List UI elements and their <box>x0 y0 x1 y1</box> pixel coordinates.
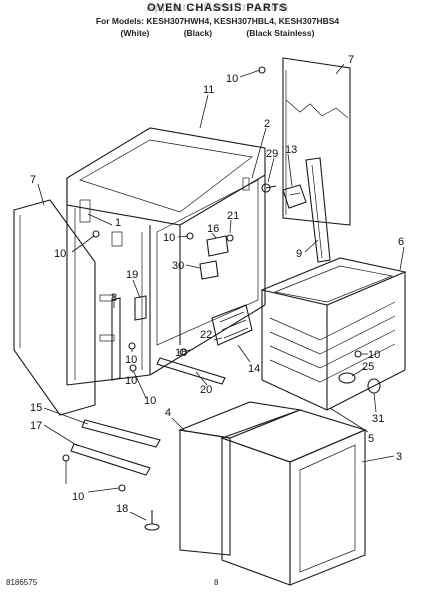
callout-25: 25 <box>362 361 374 373</box>
callout-14: 14 <box>248 363 260 375</box>
callout-21: 21 <box>227 210 239 222</box>
leader-lines <box>37 63 405 521</box>
callout-31: 31 <box>372 413 384 425</box>
callout-29: 29 <box>266 148 278 160</box>
screw-29-part <box>261 183 277 193</box>
variant-white: (White) <box>120 28 150 38</box>
callout-13: 13 <box>285 144 297 156</box>
callout-17: 17 <box>30 420 42 432</box>
watermark: AppliancePartsPros.com <box>146 0 289 14</box>
screws-10-parts <box>62 66 362 492</box>
bottom-rail-17-part <box>70 443 151 476</box>
bracket-13-part <box>282 184 307 209</box>
callout-10-hinge-a: 10 <box>125 354 137 366</box>
side-panel-part <box>13 199 96 416</box>
callout-22: 22 <box>200 329 212 341</box>
callout-8: 8 <box>111 292 117 304</box>
callout-10-element: 10 <box>175 347 187 359</box>
page-number: 8 <box>214 578 219 587</box>
callout-4: 4 <box>165 407 171 419</box>
insulation-blanket-part <box>177 401 367 586</box>
callout-6: 6 <box>398 236 404 248</box>
diagram-title: OVEN CHASSIS PARTS <box>147 2 288 14</box>
callout-9: 9 <box>296 248 302 260</box>
element-assembly-part <box>211 304 253 346</box>
callout-18: 18 <box>116 503 128 515</box>
knob-25-31-parts <box>338 372 381 394</box>
callout-10-base: 10 <box>72 491 84 503</box>
callout-7-rear: 7 <box>348 54 354 66</box>
callout-10-lower: 10 <box>144 395 156 407</box>
callout-5: 5 <box>368 433 374 445</box>
callout-7-side: 7 <box>30 174 36 186</box>
callout-19: 19 <box>126 269 138 281</box>
vent-bracket-part <box>305 157 331 263</box>
hinge-rail-8-part <box>111 297 121 381</box>
variant-black: (Black) <box>183 28 213 38</box>
model-list: For Models: KESH307HWH4, KESH307HBL4, KE… <box>95 16 340 26</box>
callout-16: 16 <box>207 223 219 235</box>
callout-10-rear: 10 <box>226 73 238 85</box>
callout-1: 1 <box>115 217 121 229</box>
callout-3: 3 <box>396 451 402 463</box>
callout-10-center: 10 <box>163 232 175 244</box>
callout-labels: 7 10 11 2 29 13 7 1 10 21 16 10 30 9 6 1… <box>30 54 404 515</box>
callout-30: 30 <box>172 260 184 272</box>
rear-panel-part <box>282 57 351 226</box>
bottom-rail-15-part <box>81 419 161 448</box>
callout-2: 2 <box>264 118 270 130</box>
variant-black-stainless: (Black Stainless) <box>246 28 315 38</box>
document-number: 8186575 <box>6 578 38 587</box>
oven-cavity-part <box>260 257 407 411</box>
callout-15: 15 <box>30 402 42 414</box>
callout-20: 20 <box>200 384 212 396</box>
callout-10-side: 10 <box>54 248 66 260</box>
callout-10-cavity: 10 <box>368 349 380 361</box>
callout-11: 11 <box>203 84 214 96</box>
leveling-leg-18-part <box>144 510 160 531</box>
components-16-30 <box>199 234 234 280</box>
bracket-20-part <box>156 357 226 385</box>
bracket-19-part <box>134 295 147 321</box>
oven-chassis-frame <box>66 127 266 386</box>
model-variants: (White) (Black) (Black Stainless) <box>0 28 435 38</box>
callout-10-hinge-b: 10 <box>125 375 137 387</box>
